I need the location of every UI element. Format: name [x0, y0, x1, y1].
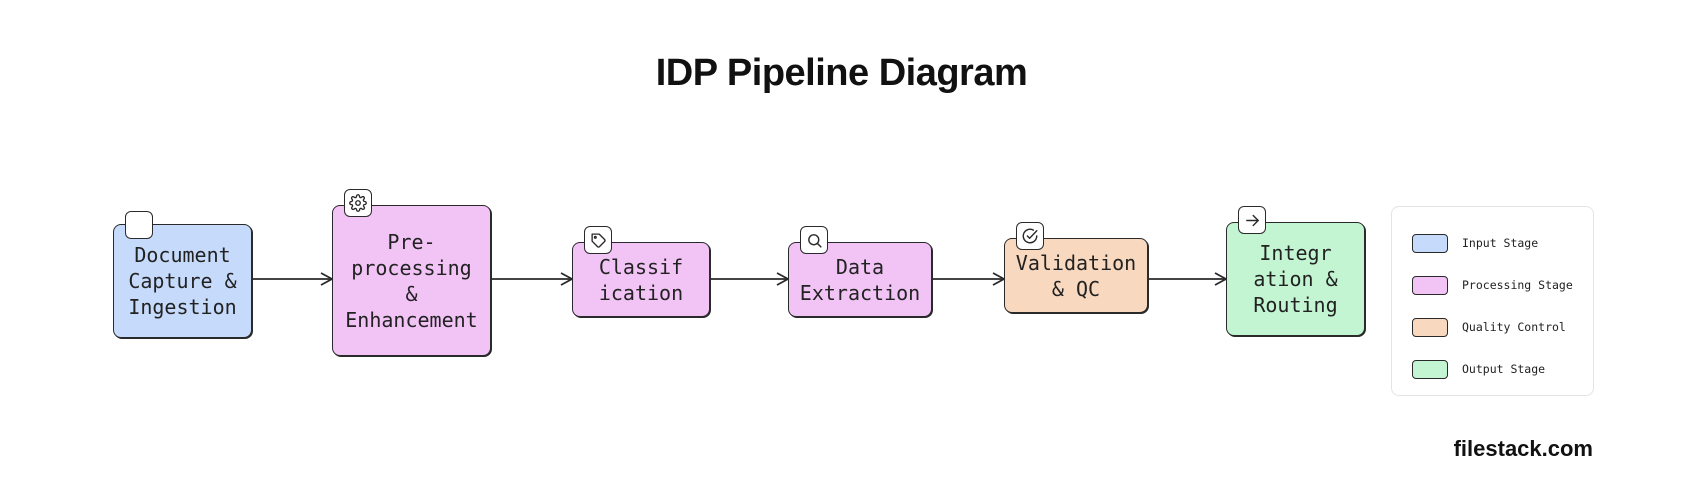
gear-icon: [344, 189, 372, 217]
node-classification-label: Classif ication: [598, 254, 684, 305]
arrow-right-icon: [1238, 206, 1266, 234]
node-integration-routing-label: Integr ation & Routing: [1253, 241, 1338, 317]
search-icon: [800, 226, 828, 254]
node-validation-qc-label: Validation & QC: [1015, 250, 1137, 301]
legend-swatch-processing: [1412, 275, 1448, 295]
check-circle-icon: [1016, 222, 1044, 250]
node-validation-qc: Validation & QC: [1004, 238, 1148, 313]
legend-label-processing: Processing Stage: [1462, 278, 1573, 292]
legend-label-input: Input Stage: [1462, 236, 1539, 250]
legend-swatch-output: [1412, 359, 1448, 379]
diagram-title: IDP Pipeline Diagram: [655, 52, 1028, 94]
node-classification: Classif ication: [572, 242, 710, 317]
node-preprocessing: Pre- processing & Enhancement: [332, 205, 491, 356]
legend: Input Stage Processing Stage Quality Con…: [1391, 206, 1594, 396]
blank-icon: [125, 211, 153, 239]
node-document-capture-label: Document Capture & Ingestion: [128, 243, 237, 319]
tag-icon: [584, 226, 612, 254]
legend-item-input: Input Stage: [1412, 233, 1538, 253]
node-data-extraction-label: Data Extraction: [799, 254, 921, 305]
node-integration-routing: Integr ation & Routing: [1226, 222, 1365, 336]
legend-swatch-quality: [1412, 317, 1448, 337]
legend-label-quality: Quality Control: [1462, 320, 1566, 334]
node-data-extraction: Data Extraction: [788, 242, 932, 317]
node-preprocessing-label: Pre- processing & Enhancement: [345, 229, 478, 332]
legend-item-quality: Quality Control: [1412, 317, 1566, 337]
legend-swatch-input: [1412, 233, 1448, 253]
brand-logo-text: filestack.com: [1453, 436, 1593, 461]
legend-label-output: Output Stage: [1462, 362, 1546, 376]
legend-item-processing: Processing Stage: [1412, 275, 1573, 295]
legend-item-output: Output Stage: [1412, 359, 1545, 379]
node-document-capture: Document Capture & Ingestion: [113, 224, 252, 338]
